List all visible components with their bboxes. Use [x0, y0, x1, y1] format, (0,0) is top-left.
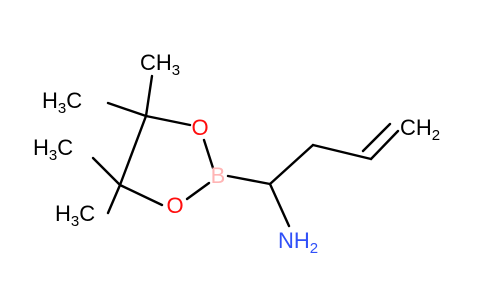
amine-nh: NH [278, 228, 310, 253]
atom-labels: O O B NH2 CH2 CH3 H3C H3C H3C [33, 50, 440, 257]
methyl-mid-left-subscript: 3 [49, 147, 57, 164]
methylene-subscript: 2 [432, 127, 440, 144]
methyl-mid-left-label: H3C [33, 135, 73, 164]
double-bond-outer [369, 129, 400, 161]
amine-subscript: 2 [310, 240, 318, 257]
methyl-upper-left-label: H3C [42, 88, 82, 117]
methylene-label: CH2 [400, 115, 440, 144]
bond-c1-methyl-upper-left [106, 101, 148, 118]
oxygen-lower-label: O [166, 193, 183, 218]
bond-b-o-lower [185, 181, 211, 201]
methyl-top-subscript: 3 [172, 62, 180, 79]
methyl-lower-left-c: C [79, 201, 95, 226]
methyl-upper-left-h: H [42, 88, 58, 113]
methyl-top-ch: CH [140, 50, 172, 75]
bonds [91, 74, 400, 228]
bond-c2-c1 [118, 114, 148, 187]
bond-o-upper-b [202, 138, 215, 170]
bond-alpha-carbon-amine [268, 182, 291, 228]
methyl-top-label: CH3 [140, 50, 180, 79]
methyl-upper-left-subscript: 3 [58, 100, 66, 117]
bond-b-alpha-carbon [226, 174, 272, 186]
methyl-lower-left-h: H [55, 201, 71, 226]
bond-c1-o-upper [144, 114, 192, 127]
boron-label: B [211, 163, 226, 188]
bond-c1-methyl-top [144, 74, 154, 118]
methyl-upper-left-c: C [66, 88, 82, 113]
bond-c2-methyl-mid-left [91, 156, 122, 187]
methyl-lower-left-subscript: 3 [71, 213, 79, 230]
methyl-mid-left-h: H [33, 135, 49, 160]
bond-o-lower-c2 [118, 183, 164, 207]
bond-c2-methyl-lower-left [106, 183, 122, 215]
methylene-ch: CH [400, 115, 432, 140]
methyl-mid-left-c: C [57, 135, 73, 160]
bond-alpha-carbon-ch2 [268, 143, 315, 186]
amine-label: NH2 [278, 228, 318, 257]
methyl-lower-left-label: H3C [55, 201, 95, 230]
double-bond-inner [361, 122, 392, 153]
bond-ch2-vinyl [311, 143, 373, 161]
oxygen-upper-label: O [191, 115, 208, 140]
